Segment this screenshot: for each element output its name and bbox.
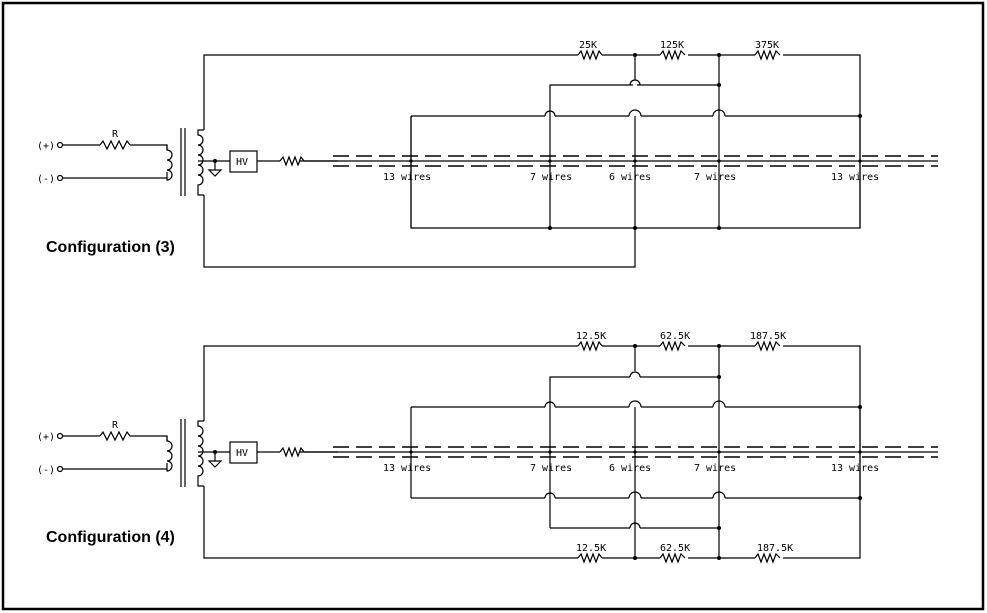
- ground-icon: [198, 160, 230, 177]
- resistor-12-5k-icon: [577, 340, 603, 352]
- hv-label: HV: [236, 448, 248, 459]
- tap-wires: [411, 497, 860, 529]
- input-resistor-label: R: [112, 420, 119, 431]
- hv-label: HV: [236, 157, 248, 168]
- input-wire-bottom: [62, 172, 168, 179]
- hv-resistor-icon: [279, 155, 305, 167]
- transformer-secondary-icon: [197, 420, 204, 487]
- configuration-title: Configuration (3): [46, 239, 175, 256]
- wire-group-label: 13 wires: [383, 463, 431, 474]
- resistor-label: 62.5K: [660, 543, 690, 554]
- resistor-187-5k-icon: [754, 340, 781, 352]
- input-wire-bottom: [62, 463, 168, 470]
- resistor-125k-icon: [659, 49, 686, 61]
- outer-loop-wire: [203, 54, 861, 229]
- resistor-label: 187.5K: [757, 543, 793, 554]
- input-minus-label: (-): [37, 465, 55, 476]
- resistor-label: 62.5K: [660, 331, 690, 342]
- resistor-R-icon: [99, 430, 131, 442]
- resistor-label: 12.5K: [576, 331, 606, 342]
- resistor-12-5k-icon: [577, 552, 603, 564]
- resistor-187-5k-icon: [754, 552, 781, 564]
- terminal-circle-icon: [56, 141, 64, 149]
- wire-group-label: 7 wires: [694, 463, 736, 474]
- transformer-primary-icon: [166, 436, 173, 472]
- input-plus-label: (+): [37, 432, 55, 443]
- input-plus-label: (+): [37, 141, 55, 152]
- terminal-circle-icon: [56, 465, 64, 473]
- configuration-4-circuit: (+) (-) R HV 12.5K 62.5K 187.5K 12.5K: [37, 331, 938, 564]
- wire-hop-icon: [544, 491, 726, 529]
- junction-dot-icon: [409, 344, 862, 560]
- resistor-62-5k-icon: [659, 552, 686, 564]
- resistor-label: 12.5K: [576, 543, 606, 554]
- wire-hop-icon: [544, 79, 726, 117]
- hv-resistor-icon: [279, 446, 305, 458]
- wire-group-label: 6 wires: [609, 463, 651, 474]
- wire-group-label: 13 wires: [831, 463, 879, 474]
- return-wire: [203, 195, 636, 268]
- terminal-circle-icon: [56, 174, 64, 182]
- wire-hop-icon: [544, 371, 726, 408]
- resistor-25k-icon: [577, 49, 603, 61]
- configuration-3-circuit: (+) (-) R HV 25K 125K 375K: [37, 40, 938, 268]
- resistor-label: 375K: [755, 40, 779, 51]
- terminal-circle-icon: [56, 432, 64, 440]
- transformer-secondary-icon: [197, 129, 204, 196]
- resistor-R-icon: [99, 139, 131, 151]
- wire-group-labels: 13 wires 7 wires 6 wires 7 wires 13 wire…: [383, 172, 879, 183]
- wire-group-labels: 13 wires 7 wires 6 wires 7 wires 13 wire…: [383, 463, 879, 474]
- transformer-primary-icon: [166, 145, 173, 181]
- resistor-62-5k-icon: [659, 340, 686, 352]
- wire-group-label: 7 wires: [530, 172, 572, 183]
- input-resistor-label: R: [112, 129, 119, 140]
- vertical-taps: [410, 116, 861, 228]
- configuration-title: Configuration (4): [46, 529, 175, 546]
- wire-group-label: 6 wires: [609, 172, 651, 183]
- resistor-375k-icon: [754, 49, 781, 61]
- resistor-label: 125K: [660, 40, 684, 51]
- ground-icon: [198, 451, 230, 468]
- wire-group-label: 7 wires: [530, 463, 572, 474]
- resistor-label: 187.5K: [750, 331, 786, 342]
- junction-dot-icon: [409, 53, 862, 230]
- resistor-label: 25K: [579, 40, 597, 51]
- tap-wires: [411, 55, 860, 117]
- wire-group-label: 13 wires: [383, 172, 431, 183]
- wire-group-label: 7 wires: [694, 172, 736, 183]
- wire-group-label: 13 wires: [831, 172, 879, 183]
- input-minus-label: (-): [37, 174, 55, 185]
